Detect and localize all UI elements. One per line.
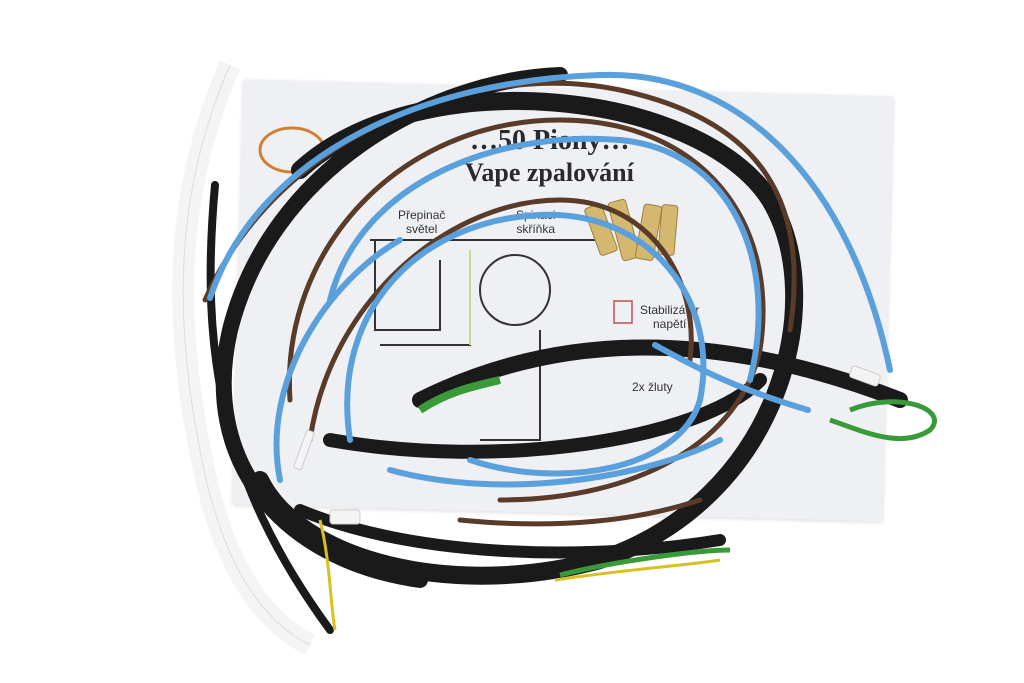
label-stabilizator: Stabilizátor napětí	[640, 303, 700, 331]
label-zluty: 2x žluty	[632, 380, 673, 394]
label-prepinac: Přepinač světel	[398, 208, 446, 236]
diagram-subtitle: Vape zpalování	[465, 158, 634, 187]
